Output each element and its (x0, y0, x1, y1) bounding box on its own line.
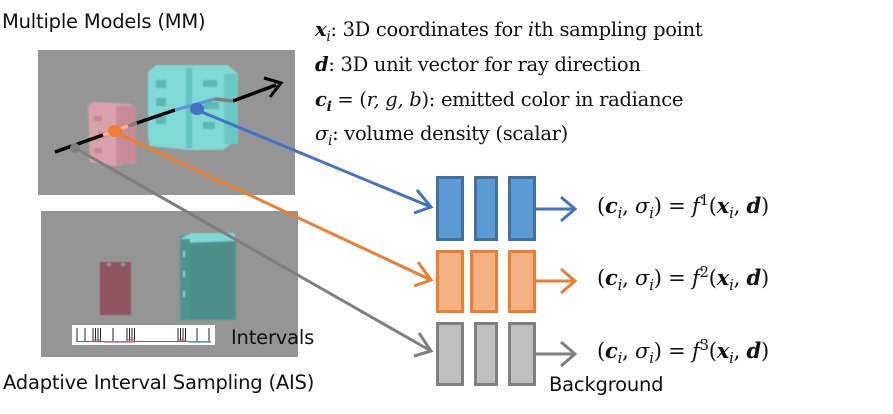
network-3-gray (436, 322, 578, 386)
gray-sample-connector (74, 146, 434, 358)
network-1-layer-3 (508, 176, 536, 241)
orange-sample-connector (114, 130, 434, 288)
network-2-layer-1 (436, 250, 464, 313)
network-1-layer-1 (436, 176, 464, 241)
network-3-layer-3 (508, 322, 536, 386)
intervals-strip (72, 325, 215, 345)
cyan-building-silhouette (180, 233, 236, 320)
camera-ray (54, 76, 284, 154)
network-1-layer-2 (474, 176, 498, 241)
definition-d: d: 3D unit vector for ray direction (315, 53, 641, 76)
definition-x: xi: 3D coordinates for ith sampling poin… (315, 18, 703, 45)
network-2-orange (436, 250, 578, 313)
network-3-layer-2 (474, 322, 498, 386)
network-2-layer-3 (508, 250, 536, 313)
intervals-graphic (76, 328, 211, 343)
background-label: Background (549, 373, 664, 396)
ais-panel-title: Adaptive Interval Sampling (AIS) (3, 371, 315, 394)
gray-sample-point (70, 143, 80, 153)
definition-sigma: σi: volume density (scalar) (315, 122, 568, 149)
ais-scene-image (41, 211, 298, 357)
blue-sample-connector (196, 108, 434, 215)
ray-arrowhead (263, 76, 284, 98)
network-1-blue (436, 176, 578, 241)
orange-sample-point (108, 125, 122, 137)
ais-scene-graphic (100, 233, 236, 320)
mm-panel-title: Multiple Models (MM) (2, 10, 206, 33)
interval-ticks (76, 328, 210, 341)
equation-2: (ci, σi) = f2(xi, d) (597, 263, 770, 295)
equation-1: (ci, σi) = f1(xi, d) (597, 191, 770, 223)
pink-building-silhouette (100, 262, 131, 315)
blue-sample-point (190, 103, 204, 115)
network-3-layer-1 (436, 322, 464, 386)
definition-c: ci = (r, g, b): emitted color in radianc… (315, 88, 684, 115)
network-2-layer-2 (470, 250, 498, 313)
intervals-label: Intervals (231, 326, 315, 349)
equation-3: (ci, σi) = f3(xi, d) (597, 336, 770, 368)
mm-scene-image (38, 50, 295, 195)
